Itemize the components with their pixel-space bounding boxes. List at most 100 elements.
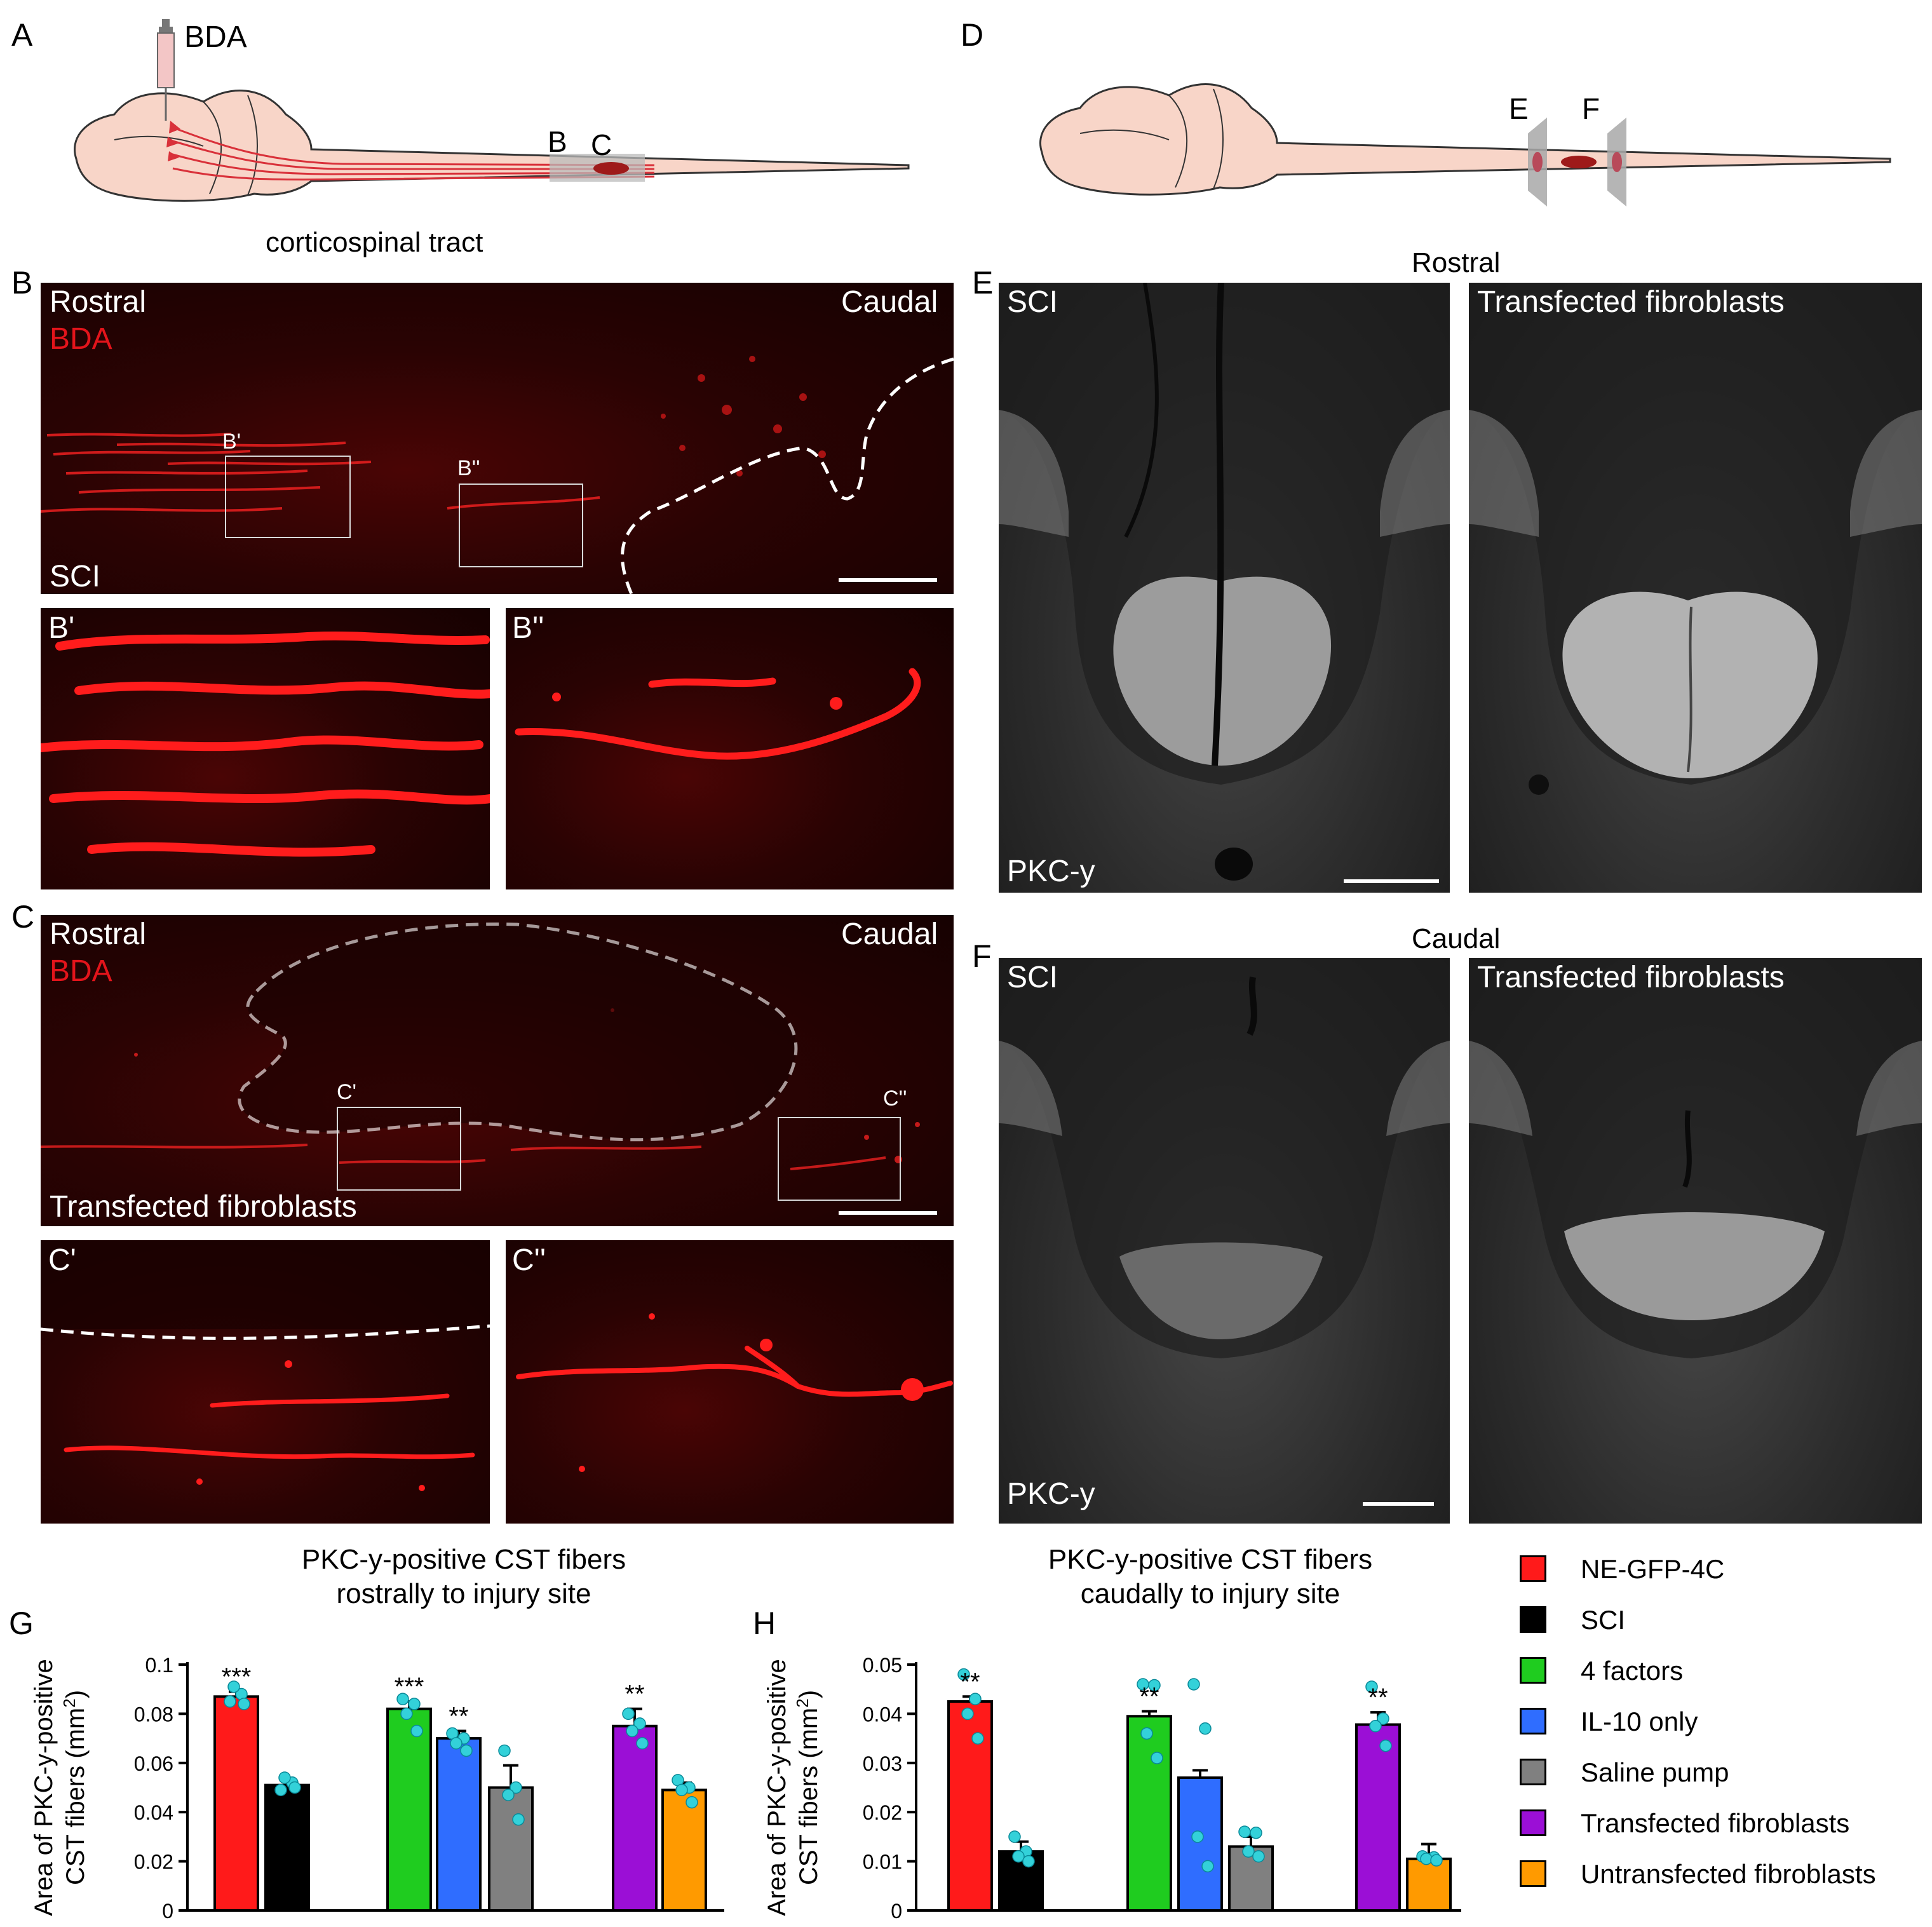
bar [488,1786,534,1912]
panel-letter-a: A [11,17,33,53]
data-point [1151,1752,1163,1764]
y-axis-label-sup: 2 [793,1698,812,1707]
inset-micrograph-b2 [506,608,954,889]
data-point [498,1744,511,1757]
bar [436,1737,482,1912]
y-tick-label: 0.08 [134,1703,173,1726]
inset-label-c2: C'' [512,1243,546,1277]
legend-label: Transfected fibroblasts [1581,1808,1850,1838]
data-point [622,1707,635,1721]
inset-label-b2: B'' [512,611,544,645]
chart-title-g-line1: PKC-y-positive CST fibers [301,1544,626,1575]
y-tick-label: 0.03 [863,1752,902,1775]
diagram-caption: corticospinal tract [266,227,483,258]
data-point [238,1698,250,1710]
y-tick-label: 0.06 [134,1752,173,1775]
legend-swatch [1520,1809,1546,1836]
chart-title-h-line2: caudally to injury site [1080,1578,1341,1609]
panel-letter-f: F [972,938,992,974]
cross-section-rostral-transfected [1469,283,1922,893]
data-point [1369,1720,1382,1733]
inset-micrograph-c2 [506,1240,954,1524]
marker-f: F [1582,92,1600,125]
legend-swatch [1520,1606,1546,1633]
sci-caudal-tissue [999,958,1450,1358]
rat-cns-outline-icon [74,90,910,202]
data-point [1140,1727,1153,1740]
scale-bar [839,578,937,582]
cross-section-caudal-transfected [1469,958,1922,1524]
y-tick-label: 0.01 [863,1851,902,1874]
group-label-transfected: Transfected fibroblasts [50,1190,357,1224]
data-point [686,1795,698,1809]
inset-micrograph-b1 [41,608,490,889]
data-point [1379,1739,1392,1752]
data-point [1012,1850,1025,1863]
rostral-label: Rostral [50,285,147,319]
stain-label-pkc: PKC-y [1007,855,1095,888]
panel-letter-d: D [961,17,984,53]
bar [1126,1715,1172,1912]
significance-label: ** [625,1680,644,1708]
bar [661,1788,707,1912]
marker-b: B [548,125,567,158]
section-title-rostral: Rostral [1412,247,1501,278]
bar [947,1700,993,1912]
data-point [1430,1854,1443,1867]
marker-e: E [1509,92,1529,125]
y-tick-label: 0 [891,1900,902,1923]
panel-letter-g: G [9,1606,34,1641]
data-point [224,1695,236,1708]
data-point [1420,1852,1433,1865]
significance-label: ** [449,1702,468,1730]
data-point [1377,1712,1389,1725]
y-axis-label-line1: Area of PKC-y-positive [763,1659,791,1916]
bar [386,1707,432,1912]
caudal-label: Caudal [841,285,938,319]
bar [264,1783,310,1912]
data-point [400,1707,413,1721]
data-point [510,1781,522,1794]
cst-tracing-diagram [74,19,910,202]
y-tick-label: 0.1 [145,1654,173,1677]
data-point [1238,1825,1251,1838]
data-point [278,1771,291,1784]
bar [1406,1857,1452,1912]
lesion-region [41,1240,490,1329]
lesion-icon [593,162,629,175]
data-point [450,1737,463,1750]
group-label-sci: SCI [1007,961,1058,994]
lesion-icon [1561,156,1597,168]
data-point [1201,1860,1214,1873]
significance-label: *** [395,1673,424,1701]
y-tick-label: 0.04 [134,1801,173,1824]
legend-label: 4 factors [1581,1656,1684,1686]
legend-label: IL-10 only [1581,1707,1698,1736]
inset-label-c1: C' [48,1243,76,1277]
legend-label: Saline pump [1581,1757,1729,1787]
legend-swatch [1520,1860,1546,1887]
group-label-sci: SCI [50,560,101,593]
y-tick-label: 0.05 [863,1654,902,1677]
legend-label: SCI [1581,1605,1626,1635]
y-tick-label: 0.02 [863,1801,902,1824]
c1-fiber-texture [41,1324,490,1491]
panel-letter-e: E [972,265,994,301]
cross-section-diagram [1039,83,1891,206]
legend-swatch [1520,1657,1546,1684]
inset-box-c1 [337,1107,461,1191]
data-point [1199,1722,1212,1735]
data-point [1191,1830,1204,1843]
b1-fiber-texture [41,632,490,857]
data-point [1148,1679,1161,1692]
data-point [410,1724,423,1738]
group-label-sci: SCI [1007,285,1058,319]
sci-fiber-texture [41,356,826,513]
inset-box-b1 [225,456,351,538]
chart-title-h-line1: PKC-y-positive CST fibers [1048,1544,1373,1575]
data-point [274,1783,287,1797]
significance-label: ** [1368,1684,1388,1712]
y-axis-label-close: ) [62,1690,90,1698]
data-point [1242,1845,1255,1858]
